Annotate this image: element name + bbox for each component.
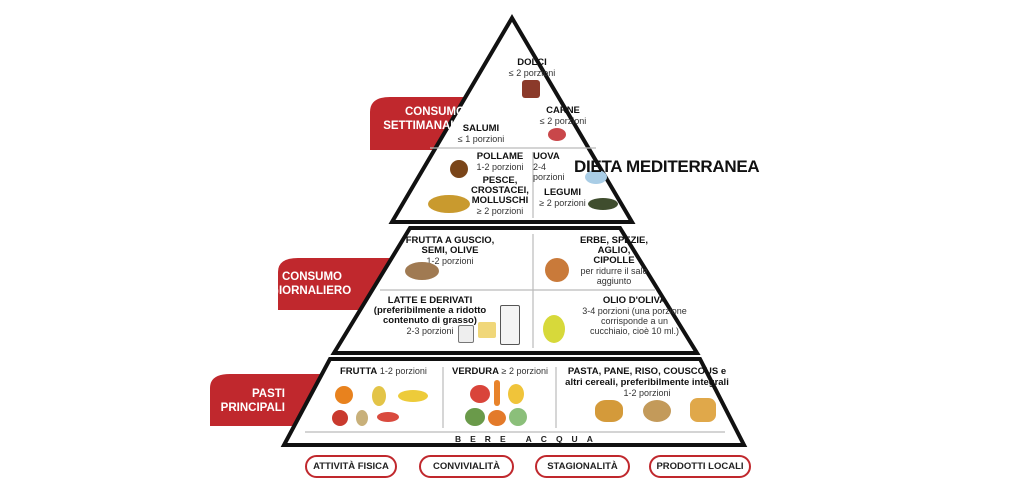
broccoli-icon <box>465 408 485 426</box>
item-carne: CARNE≤ 2 porzioni <box>539 105 587 127</box>
grapes-icon <box>356 410 368 426</box>
eggs-icon <box>585 170 607 184</box>
pepper-icon <box>508 384 524 404</box>
item-legumi: LEGUMI≥ 2 porzioni <box>539 187 586 209</box>
pear-icon <box>372 386 386 406</box>
pasta-icon <box>690 398 716 422</box>
item-verdura: VERDURA ≥ 2 porzioni <box>452 366 548 377</box>
cheese-icon <box>478 322 496 338</box>
item-latte: LATTE E DERIVATI (preferibilmente a rido… <box>373 295 487 337</box>
cake-icon <box>522 80 540 98</box>
water-label: BERE ACQUA <box>455 434 602 444</box>
lifestyle-prodotti-locali: PRODOTTI LOCALI <box>649 455 751 478</box>
yogurt-icon <box>458 325 474 343</box>
orange-icon <box>335 386 353 404</box>
chicken-leg-icon <box>450 160 468 178</box>
item-cereali: PASTA, PANE, RISO, COUSCOUS e altri cere… <box>565 366 729 399</box>
tomato-icon <box>470 385 490 403</box>
fish-icon <box>428 195 470 213</box>
nuts-icon <box>405 262 439 280</box>
lifestyle-stagionalita: STAGIONALITÀ <box>535 455 630 478</box>
legumes-icon <box>588 198 618 210</box>
pumpkin-icon <box>488 410 506 426</box>
rice-bowl-icon <box>643 400 671 422</box>
item-frutta: FRUTTA 1-2 porzioni <box>340 366 427 377</box>
carrot-icon <box>494 380 500 406</box>
item-dolci: DOLCI≤ 2 porzioni <box>508 57 556 79</box>
item-salumi: SALUMI≤ 1 porzioni <box>457 123 505 145</box>
item-pesce: PESCE, CROSTACEI, MOLLUSCHI≥ 2 porzioni <box>471 175 529 217</box>
cabbage-icon <box>509 408 527 426</box>
apple-icon <box>332 410 348 426</box>
watermelon-icon <box>377 412 399 422</box>
olive-oil-icon <box>543 315 565 343</box>
lifestyle-attivita-fisica: ATTIVITÀ FISICA <box>305 455 397 478</box>
meals-banner <box>210 374 320 426</box>
meat-icon <box>548 128 566 141</box>
lifestyle-convivialita: CONVIVIALITÀ <box>419 455 514 478</box>
onion-icon <box>545 258 569 282</box>
page-title: DIETA MEDITERRANEA <box>574 157 760 176</box>
milk-carton-icon <box>500 305 520 345</box>
banana-icon <box>398 390 428 402</box>
bread-icon <box>595 400 623 422</box>
